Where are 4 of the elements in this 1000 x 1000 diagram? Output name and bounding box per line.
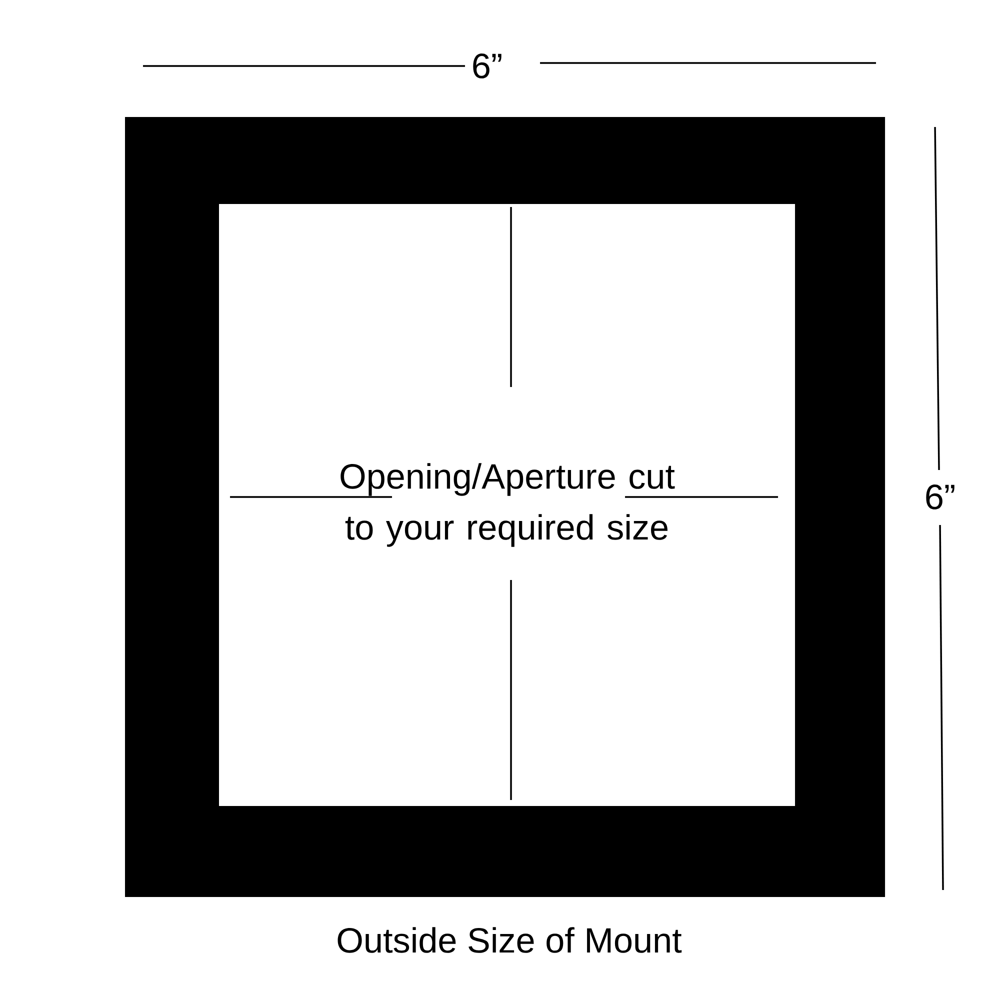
aperture-opening: Opening/Aperture cut to your required size xyxy=(219,204,796,806)
caption: Outside Size of Mount xyxy=(338,927,682,953)
dimension-label: 6” xyxy=(926,484,954,510)
dimension-label: 6” xyxy=(473,54,502,78)
